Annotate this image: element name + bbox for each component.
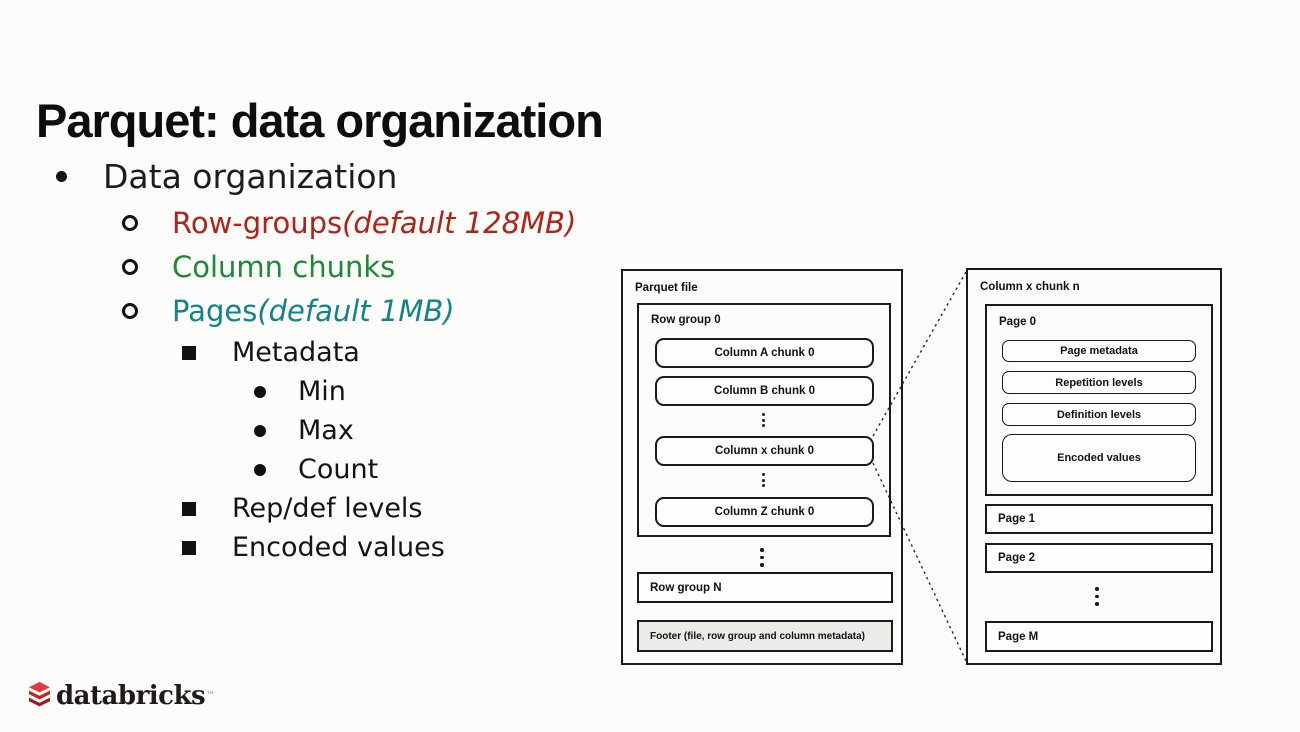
definition-levels-box: Definition levels — [1002, 403, 1196, 426]
outline-item-min: Min — [38, 372, 638, 411]
outline-item-encoded-values: Encoded values — [38, 528, 638, 567]
bullet-square-icon — [182, 540, 232, 555]
column-a-chunk-box: Column A chunk 0 — [655, 338, 874, 368]
parquet-file-title: Parquet file — [635, 282, 698, 294]
outline-heading: Data organization — [103, 157, 398, 196]
outline-heading-row: Data organization — [38, 152, 638, 201]
ellipsis-dots — [762, 413, 765, 427]
page-title: Parquet: data organization — [36, 94, 604, 148]
column-chunk-diagram: Column x chunk n Page 0 Page metadata Re… — [966, 268, 1222, 665]
outline-item-detail: (default 128MB) — [342, 206, 577, 240]
row-group-0-box: Row group 0 Column A chunk 0 Column B ch… — [637, 303, 891, 537]
ellipsis-dots — [760, 548, 764, 567]
ellipsis-dots — [1095, 587, 1099, 606]
page-1-box: Page 1 — [985, 504, 1213, 534]
bullet-ring-icon — [122, 259, 172, 275]
bullet-dot — [254, 463, 298, 476]
outline-item-rep-def-levels: Rep/def levels — [38, 489, 638, 528]
row-group-0-label: Row group 0 — [651, 314, 721, 326]
trademark-mark: ™ — [206, 691, 216, 701]
parquet-file-diagram: Parquet file Row group 0 Column A chunk … — [621, 269, 903, 665]
bullet-square-icon — [182, 501, 232, 516]
bullet-ring-icon — [122, 215, 172, 231]
outline-item-label: Row-groups — [172, 206, 343, 240]
bullet-dot — [56, 171, 103, 182]
databricks-wordmark: databricks — [56, 681, 206, 711]
outline-item-label: Column chunks — [172, 250, 396, 284]
page-metadata-box: Page metadata — [1002, 340, 1196, 362]
bullet-dot — [254, 385, 298, 398]
encoded-values-box: Encoded values — [1002, 434, 1196, 482]
ellipsis-dots — [762, 473, 765, 487]
databricks-logo: databricks ™ — [26, 681, 215, 711]
outline-item-label: Max — [298, 415, 354, 446]
column-z-chunk-box: Column Z chunk 0 — [655, 497, 874, 527]
page-2-box: Page 2 — [985, 543, 1213, 573]
outline-item-row-groups: Row-groups (default 128MB) — [38, 201, 638, 245]
bullet-ring-icon — [122, 303, 172, 319]
bullet-dot — [254, 424, 298, 437]
databricks-logo-icon — [29, 682, 50, 707]
outline-item-pages: Pages (default 1MB) — [38, 289, 638, 333]
page-m-box: Page M — [985, 621, 1213, 652]
outline-item-label: Min — [298, 376, 346, 407]
outline-item-max: Max — [38, 411, 638, 450]
outline-item-label: Metadata — [232, 337, 360, 368]
outline-item-label: Encoded values — [232, 532, 445, 563]
outline-item-detail: (default 1MB) — [257, 294, 455, 328]
row-group-n-box: Row group N — [637, 572, 893, 603]
page-0-label: Page 0 — [999, 316, 1037, 328]
column-x-chunk-box: Column x chunk 0 — [655, 436, 874, 466]
outline-item-label: Rep/def levels — [232, 493, 423, 524]
outline-item-column-chunks: Column chunks — [38, 245, 638, 289]
bullet-square-icon — [182, 345, 232, 360]
repetition-levels-box: Repetition levels — [1002, 371, 1196, 394]
footer-box: Footer (file, row group and column metad… — [637, 620, 893, 652]
outline-item-metadata: Metadata — [38, 333, 638, 372]
outline-item-count: Count — [38, 450, 638, 489]
outline-list: Data organization Row-groups (default 12… — [38, 152, 638, 567]
column-chunk-title: Column x chunk n — [980, 281, 1080, 293]
outline-item-label: Count — [298, 454, 379, 485]
column-b-chunk-box: Column B chunk 0 — [655, 376, 874, 406]
page-0-box: Page 0 Page metadata Repetition levels D… — [985, 304, 1213, 496]
outline-item-label: Pages — [172, 294, 258, 328]
